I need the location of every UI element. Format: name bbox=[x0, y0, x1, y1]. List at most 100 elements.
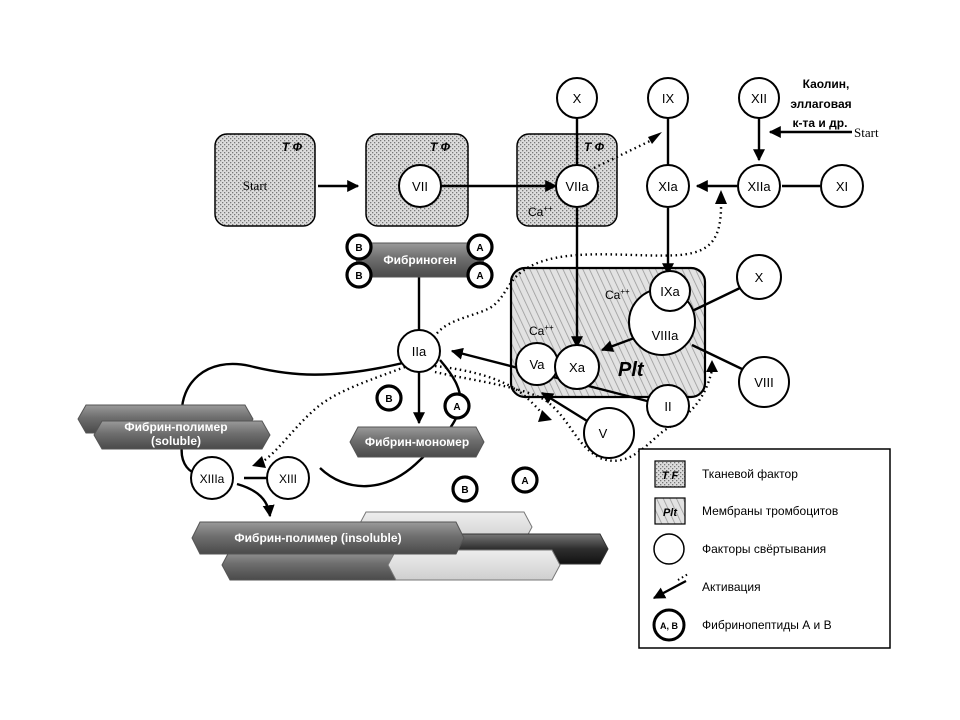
svg-text:X: X bbox=[755, 270, 764, 285]
factor-va: Va bbox=[515, 342, 559, 386]
dotted-arrowhead bbox=[706, 360, 718, 372]
factor-iia: IIa bbox=[397, 329, 441, 373]
svg-text:VIIa: VIIa bbox=[565, 179, 589, 194]
line-iia-to-xiii-loop bbox=[319, 359, 462, 488]
svg-text:B: B bbox=[461, 485, 468, 496]
legend-peptide-circle bbox=[652, 608, 686, 642]
svg-text:Va: Va bbox=[530, 357, 546, 372]
factor-ii: II bbox=[646, 384, 690, 428]
factor-ix: IX bbox=[647, 77, 689, 119]
arrow-xiiia-to-insoluble bbox=[236, 482, 275, 518]
tf-label: Т Ф bbox=[584, 140, 605, 154]
svg-text:B: B bbox=[385, 394, 392, 405]
legend-peptide-symbol: A, B bbox=[660, 621, 679, 631]
svg-text:Фибрин-полимер: Фибрин-полимер bbox=[124, 420, 227, 434]
svg-text:(soluble): (soluble) bbox=[151, 434, 201, 448]
tf-label: Т Ф bbox=[430, 140, 451, 154]
peptide-a-free-1: A bbox=[443, 392, 471, 420]
svg-text:XIIIa: XIIIa bbox=[200, 472, 225, 486]
svg-text:IXa: IXa bbox=[660, 284, 680, 299]
legend-plt-text: Мембраны тромбоцитов bbox=[702, 504, 838, 518]
svg-text:XIa: XIa bbox=[658, 179, 678, 194]
legend-solid-arrow bbox=[652, 579, 687, 600]
factor-viii: VIII bbox=[738, 356, 790, 408]
arrow-v-to-va bbox=[540, 391, 593, 426]
peptide-a-fibrinogen-bottom: A bbox=[466, 261, 494, 289]
svg-text:B: B bbox=[355, 271, 362, 282]
svg-text:XI: XI bbox=[836, 179, 848, 194]
dotted-arrowhead bbox=[648, 132, 662, 144]
peptide-a-free-2: A bbox=[511, 466, 539, 494]
calcium-label: Ca++ bbox=[528, 204, 553, 219]
line-viii-to-viiia bbox=[691, 343, 743, 371]
factor-x-right: X bbox=[736, 254, 782, 300]
legend: T F Тканевой фактор Plt Мембраны тромбоц… bbox=[638, 448, 891, 649]
svg-text:X: X bbox=[573, 91, 582, 106]
legend-tf-symbol: T F bbox=[662, 470, 679, 482]
factor-xiia: XIIa bbox=[737, 164, 781, 208]
svg-text:Фибриноген: Фибриноген bbox=[383, 253, 456, 267]
svg-text:A: A bbox=[453, 402, 460, 413]
tissue-factor-box-start: Т Ф Start bbox=[214, 133, 316, 227]
svg-text:VIII: VIII bbox=[754, 375, 774, 390]
svg-text:V: V bbox=[599, 426, 608, 441]
svg-text:VIIIa: VIIIa bbox=[652, 328, 680, 343]
peptide-b-free-1: B bbox=[375, 384, 403, 412]
legend-factor-text: Факторы свёртывания bbox=[702, 542, 826, 556]
svg-text:к-та и др.: к-та и др. bbox=[793, 116, 848, 130]
svg-text:B: B bbox=[355, 243, 362, 254]
factor-x-top: X bbox=[556, 77, 598, 119]
svg-text:II: II bbox=[664, 399, 671, 414]
peptide-a-fibrinogen-top: A bbox=[466, 233, 494, 261]
legend-factor-circle bbox=[653, 533, 685, 565]
svg-text:IX: IX bbox=[662, 91, 675, 106]
calcium-label: Ca++ bbox=[529, 323, 554, 338]
dotted-arrowhead bbox=[715, 190, 727, 204]
svg-text:Фибрин-мономер: Фибрин-мономер bbox=[365, 435, 469, 449]
factor-viia: VIIa bbox=[555, 164, 599, 208]
tf-label: Т Ф bbox=[282, 140, 303, 154]
factor-ixa: IXa bbox=[649, 270, 691, 312]
factor-xiiia: XIIIa bbox=[190, 456, 234, 500]
line-x-right-to-viiia bbox=[687, 286, 741, 315]
svg-text:Фибрин-полимер (insoluble): Фибрин-полимер (insoluble) bbox=[234, 531, 401, 545]
svg-text:A: A bbox=[476, 271, 483, 282]
dotted-arrowhead bbox=[538, 410, 552, 422]
factor-xi: XI bbox=[820, 164, 864, 208]
svg-text:XIIa: XIIa bbox=[747, 179, 771, 194]
insoluble-stack-light-bottom bbox=[387, 549, 561, 581]
svg-text:XII: XII bbox=[751, 91, 767, 106]
calcium-label: Ca++ bbox=[605, 287, 630, 302]
factor-vii: VII bbox=[398, 164, 442, 208]
peptide-b-fibrinogen-bottom: B bbox=[345, 261, 373, 289]
svg-text:Xa: Xa bbox=[569, 360, 586, 375]
dotted-line-viia-to-ix bbox=[593, 138, 653, 170]
legend-plt-symbol: Plt bbox=[663, 507, 678, 519]
legend-plt-swatch bbox=[654, 497, 686, 525]
peptide-b-free-2: B bbox=[451, 475, 479, 503]
start-label: Start bbox=[243, 178, 268, 193]
fibrin-monomer-bar: Фибрин-мономер bbox=[349, 426, 485, 458]
fibrinogen-bar: Фибриноген bbox=[355, 242, 485, 278]
svg-text:A: A bbox=[521, 476, 528, 487]
factor-xiii: XIII bbox=[266, 456, 310, 500]
factor-v: V bbox=[583, 407, 635, 459]
legend-peptide-text: Фибринопептиды А и В bbox=[702, 618, 832, 632]
factor-xii: XII bbox=[738, 77, 780, 119]
svg-text:IIa: IIa bbox=[412, 344, 427, 359]
svg-text:эллаговая: эллаговая bbox=[790, 97, 851, 111]
start-label-right: Start bbox=[854, 125, 879, 140]
factor-xia: XIa bbox=[646, 164, 690, 208]
legend-activation-text: Активация bbox=[702, 580, 761, 594]
svg-text:Каолин,: Каолин, bbox=[803, 77, 850, 91]
peptide-b-fibrinogen-top: B bbox=[345, 233, 373, 261]
svg-text:XIII: XIII bbox=[279, 472, 297, 486]
fibrin-polymer-insoluble-bar: Фибрин-полимер (insoluble) bbox=[191, 521, 465, 555]
svg-text:A: A bbox=[476, 243, 483, 254]
svg-text:VII: VII bbox=[412, 179, 428, 194]
dotted-arrowhead bbox=[252, 456, 266, 468]
legend-tf-text: Тканевой фактор bbox=[702, 467, 798, 481]
factor-xa: Xa bbox=[554, 344, 600, 390]
fibrin-polymer-soluble-bar: Фибрин-полимер (soluble) bbox=[93, 420, 271, 450]
